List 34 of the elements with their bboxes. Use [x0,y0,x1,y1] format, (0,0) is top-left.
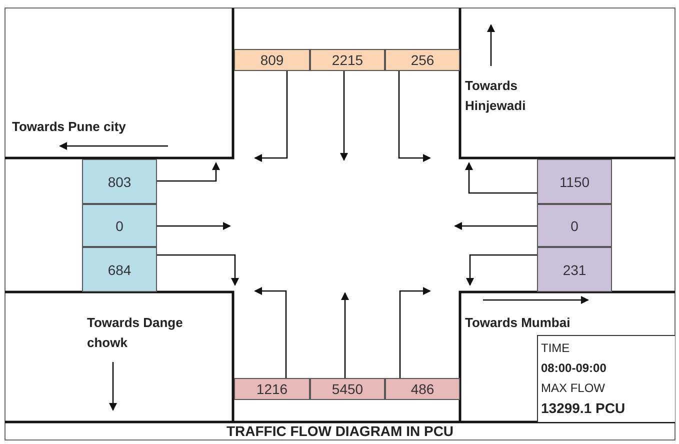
flow-count-cell: 0 [82,204,157,247]
flow-count-cell: 803 [82,159,157,204]
direction-label: Towards Pune city [12,118,127,136]
arrow [254,287,287,378]
direction-label: Towards Mumbai [465,314,572,332]
info-text: 08:00-09:00 [541,360,608,377]
info-text: 13299.1 PCU [541,399,626,418]
arrow [466,254,537,286]
direction-label: Towards Hinjewadi [465,77,527,115]
arrow [341,292,349,378]
flow-count-cell: 256 [385,49,460,71]
info-panel [537,335,675,422]
arrow [157,222,231,230]
flow-count-cell: 0 [537,204,612,247]
direction-label: Towards Dange chowk [87,314,184,352]
flow-count-cell: 1150 [537,159,612,204]
arrow [254,71,288,162]
info-text: MAX FLOW [541,380,606,397]
arrow [398,71,431,162]
flow-count-cell: 684 [82,247,157,292]
flow-count-cell: 231 [537,247,612,292]
arrow [465,162,537,194]
arrow [399,287,431,378]
info-text: TIME [541,340,571,357]
flow-count-cell: 1216 [234,378,310,400]
arrow [454,222,537,230]
caption: TRAFFIC FLOW DIAGRAM IN PCU [225,422,455,440]
flow-count-cell: 809 [234,49,310,71]
flow-count-cell: 486 [385,378,460,400]
arrow [157,162,220,182]
arrow [157,254,239,286]
flow-count-cell: 2215 [310,49,385,71]
arrow [340,71,348,161]
flow-count-cell: 5450 [310,378,385,400]
